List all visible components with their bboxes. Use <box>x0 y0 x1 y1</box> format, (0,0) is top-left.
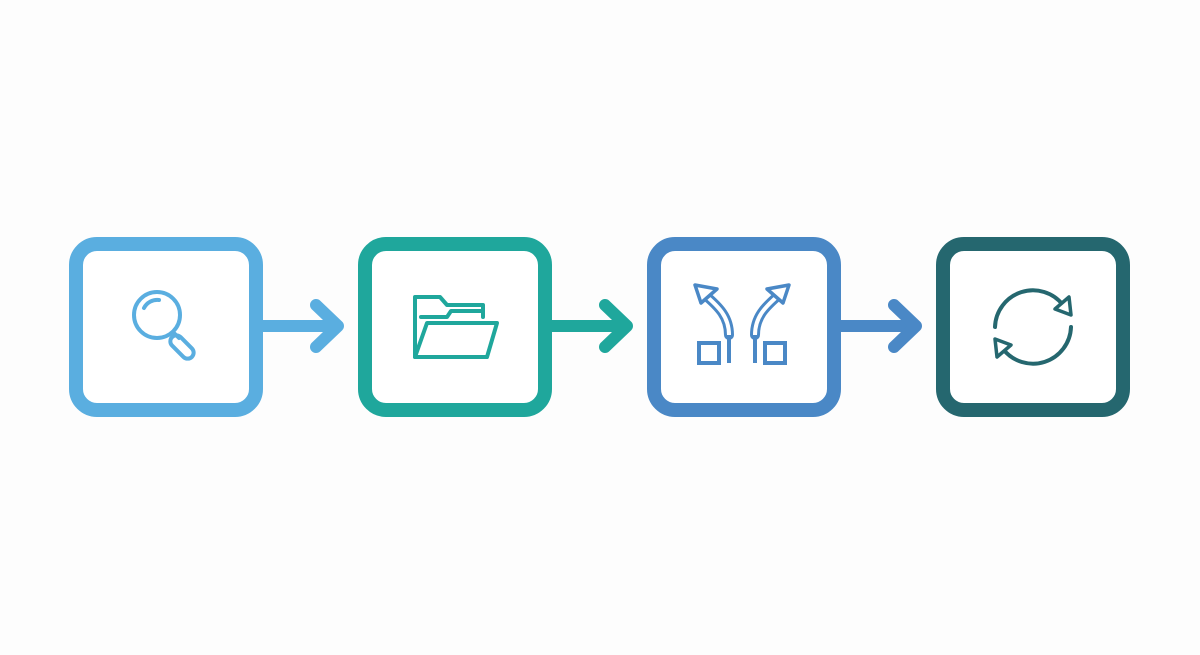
step-box-decision <box>647 237 841 417</box>
magnifying-glass-icon <box>132 290 196 361</box>
diverging-paths-icon <box>693 283 791 365</box>
connector-arrow-3 <box>830 293 926 359</box>
connector-arrow-2 <box>541 293 637 359</box>
connector-arrow-1 <box>252 293 348 359</box>
refresh-cycle-icon <box>993 288 1073 366</box>
step-box-search <box>69 237 263 417</box>
step-box-cycle <box>936 237 1130 417</box>
open-folder-icon <box>413 295 499 359</box>
step-box-folder <box>358 237 552 417</box>
